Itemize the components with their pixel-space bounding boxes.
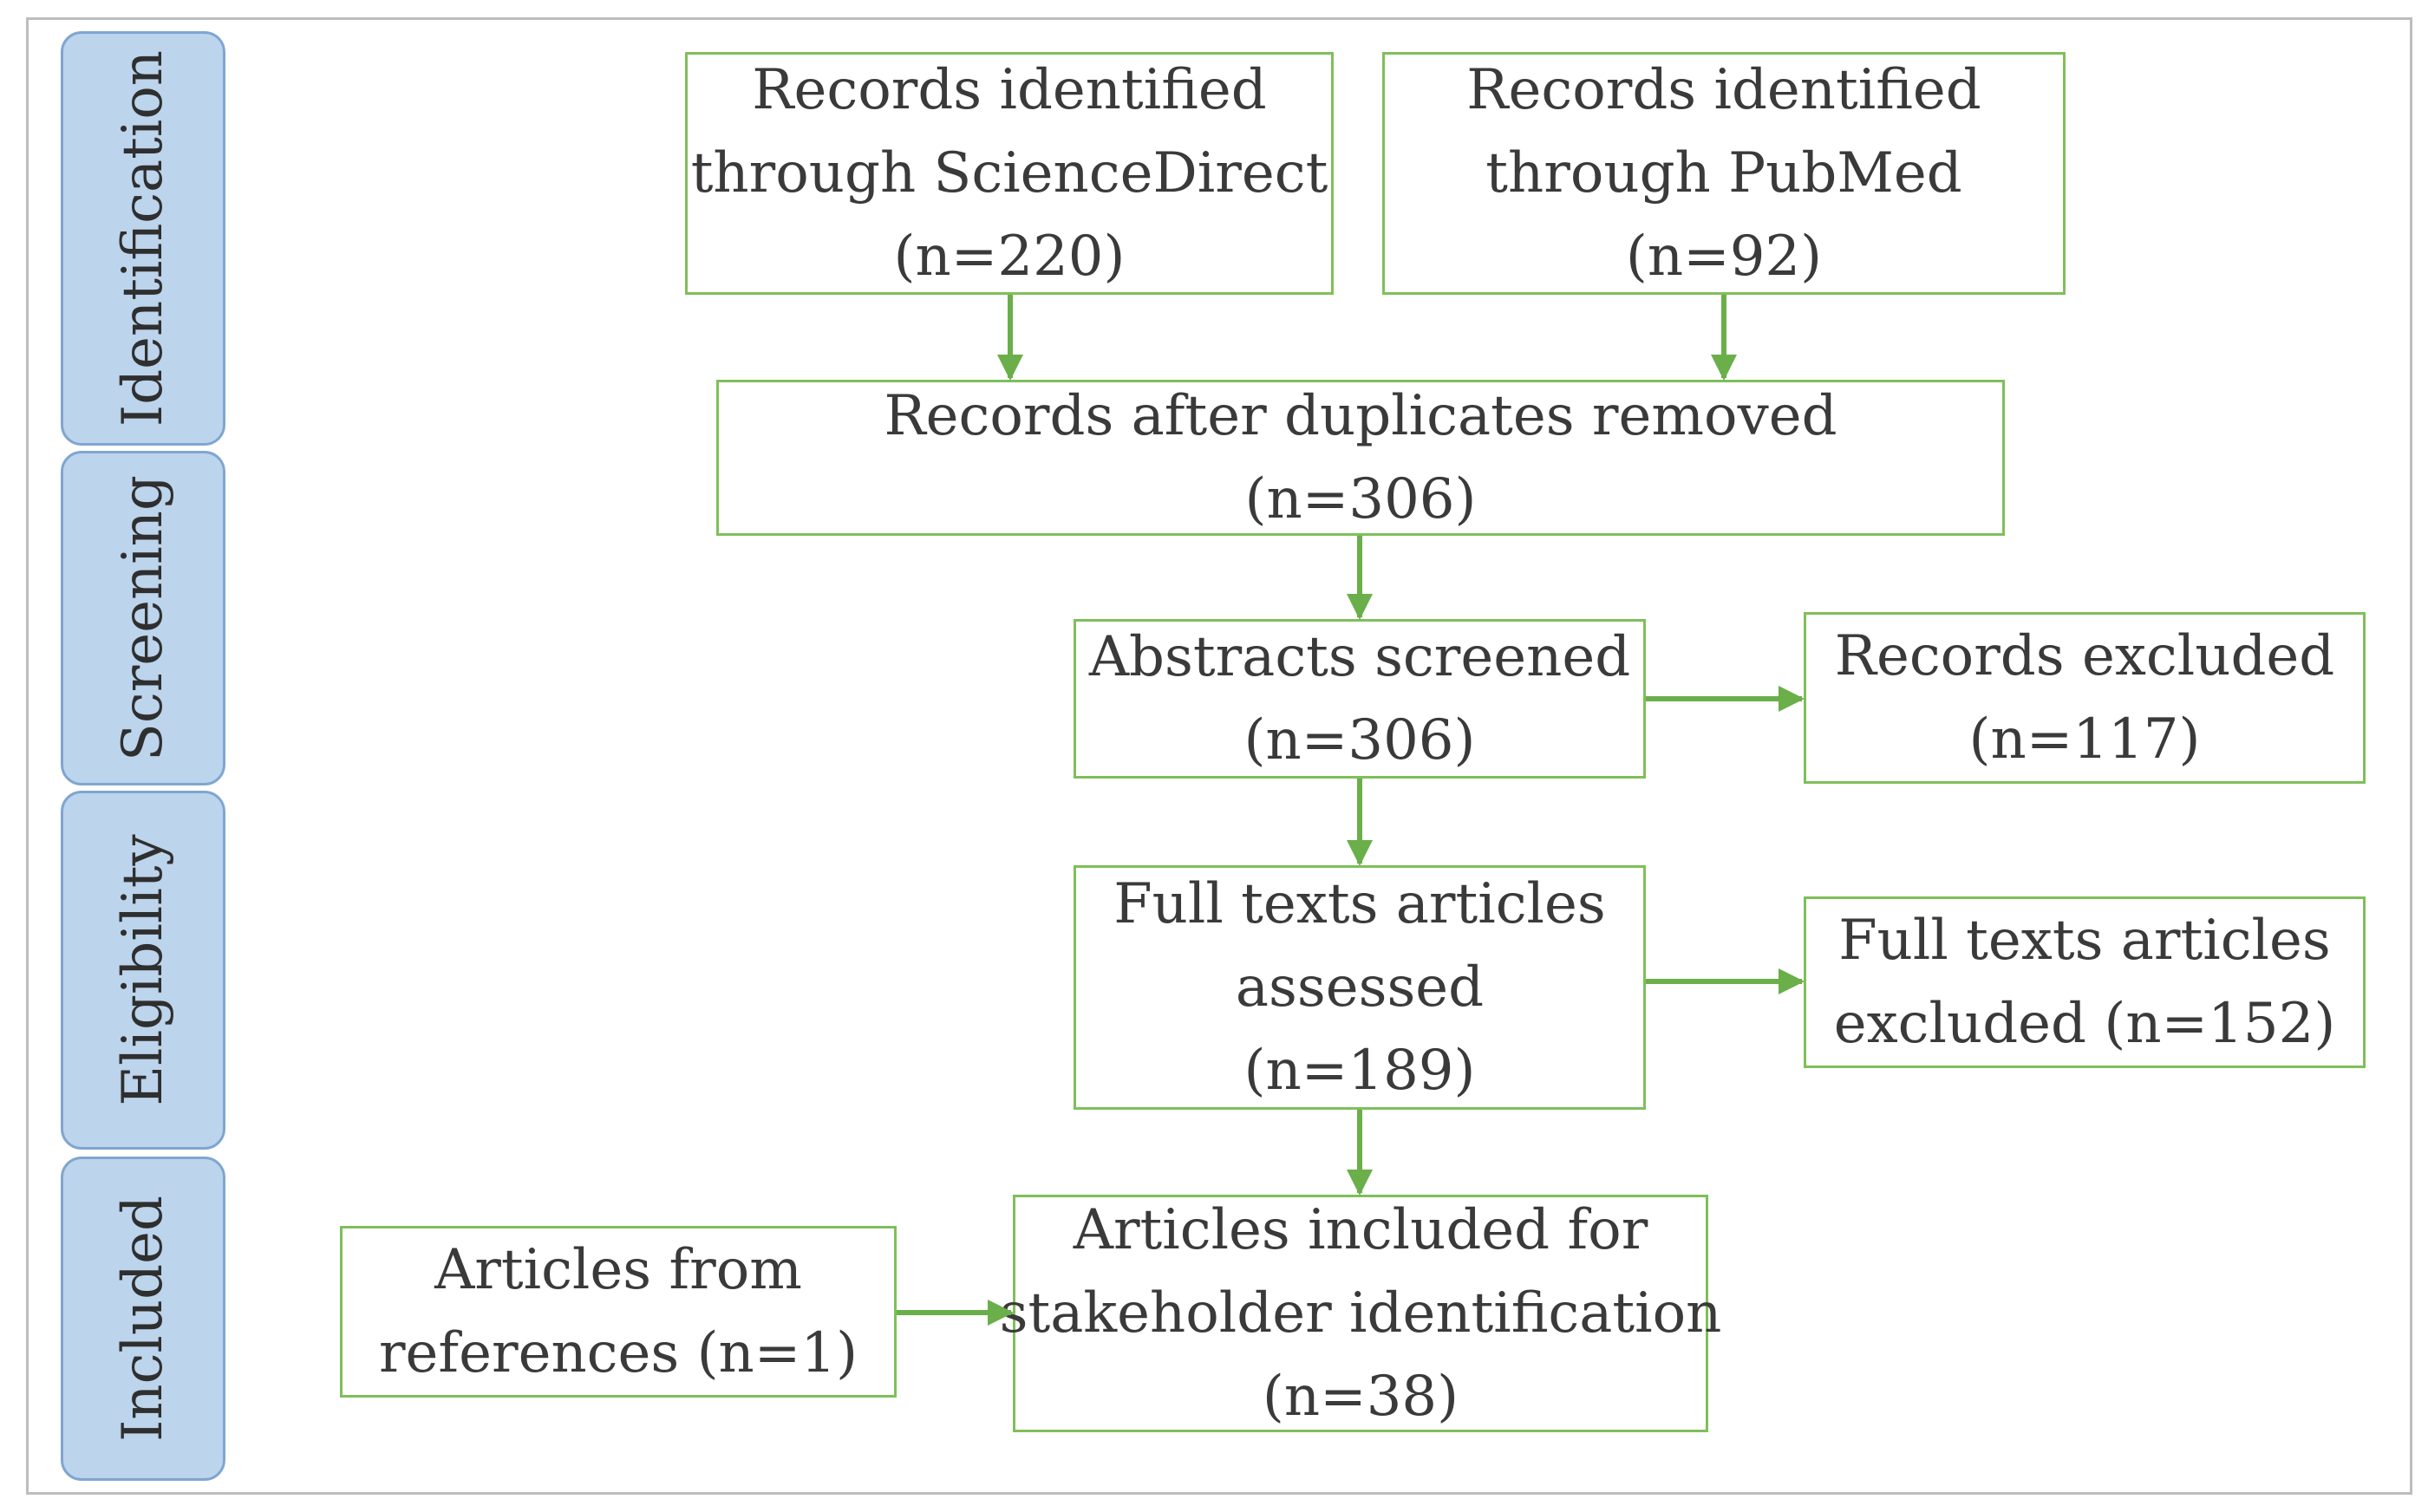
box-line: excluded (n=152) xyxy=(1833,992,2336,1056)
box-duplicates-removed: Records after duplicates removed (n=306) xyxy=(716,380,2005,536)
box-articles-from-references: Articles from references (n=1) xyxy=(340,1226,897,1398)
box-line: through ScienceDirect xyxy=(690,141,1328,205)
box-line: Full texts articles xyxy=(1838,909,2331,973)
box-articles-included: Articles included for stakeholder identi… xyxy=(1000,1195,1721,1432)
box-abstracts-screened: Abstracts screened (n=306) xyxy=(1074,619,1646,779)
box-line: (n=92) xyxy=(1625,225,1823,289)
stage-included: Included xyxy=(61,1157,225,1481)
box-line: (n=38) xyxy=(1262,1365,1459,1429)
box-line: assessed xyxy=(1235,955,1485,1020)
box-line: through PubMed xyxy=(1485,141,1962,205)
box-line: Records identified xyxy=(1466,58,1981,122)
box-line: stakeholder identification xyxy=(999,1281,1722,1346)
box-line: (n=220) xyxy=(893,225,1126,289)
box-line: Records excluded xyxy=(1834,624,2335,688)
box-line: Abstracts screened xyxy=(1088,625,1631,689)
box-records-excluded: Records excluded (n=117) xyxy=(1804,612,2366,784)
box-line: Articles included for xyxy=(1073,1198,1648,1262)
box-pubmed-records: Records identified through PubMed (n=92) xyxy=(1382,52,2066,295)
stage-eligibility: Eligibility xyxy=(61,791,225,1150)
box-line: (n=117) xyxy=(1968,707,2201,772)
box-line: Articles from xyxy=(434,1238,802,1302)
box-line: Full texts articles xyxy=(1113,872,1606,936)
box-line: (n=189) xyxy=(1243,1039,1476,1103)
box-line: (n=306) xyxy=(1244,467,1477,531)
box-fulltext-excluded: Full texts articles excluded (n=152) xyxy=(1804,896,2366,1068)
box-line: references (n=1) xyxy=(378,1321,858,1385)
box-line: Records after duplicates removed xyxy=(884,384,1837,448)
stage-screening: Screening xyxy=(61,451,225,785)
figure-frame xyxy=(26,17,2412,1495)
box-sciencedirect-records: Records identified through ScienceDirect… xyxy=(685,52,1334,295)
stage-identification: Identification xyxy=(61,31,225,446)
box-line: Records identified xyxy=(752,58,1267,122)
box-line: (n=306) xyxy=(1243,708,1476,772)
box-fulltext-assessed: Full texts articles assessed (n=189) xyxy=(1074,865,1646,1110)
